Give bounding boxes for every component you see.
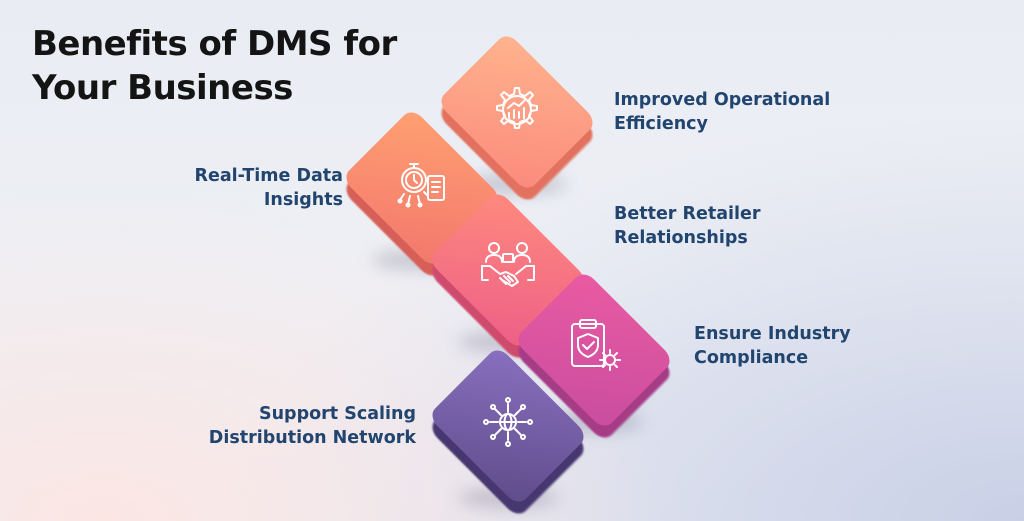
page-title-line-1: Benefits of DMS for [32, 24, 397, 64]
benefit-label-line-1: Real-Time Data [194, 166, 344, 186]
benefit-label-line-1: Better Retailer [614, 204, 761, 224]
benefit-label-real-time-data: Real-Time Data Insights [195, 164, 344, 212]
benefit-label-industry-compliance: Ensure Industry Compliance [694, 322, 851, 370]
benefit-label-scaling-distribution: Support Scaling Distribution Network [209, 402, 416, 450]
benefit-label-line-2: Compliance [694, 348, 809, 368]
page-title: Benefits of DMS for Your Business [32, 22, 397, 110]
page-title-line-2: Your Business [32, 68, 293, 108]
benefit-label-line-1: Improved Operational [614, 90, 831, 110]
globe-network-icon [483, 397, 533, 447]
stopwatch-report-icon [397, 163, 445, 208]
benefit-label-line-1: Ensure Industry [694, 324, 851, 344]
benefit-label-line-2: Insights [263, 190, 343, 210]
benefit-label-line-1: Support Scaling [259, 404, 416, 424]
gear-chart-icon [496, 87, 538, 129]
benefit-label-line-2: Efficiency [614, 114, 708, 134]
benefit-label-operational-efficiency: Improved Operational Efficiency [614, 88, 830, 136]
benefit-tile-scaling-distribution [427, 345, 589, 519]
handshake-icon [481, 242, 535, 287]
benefit-label-line-2: Relationships [614, 228, 748, 248]
benefit-label-retailer-relationships: Better Retailer Relationships [614, 202, 761, 250]
benefit-label-line-2: Distribution Network [208, 428, 416, 448]
clipboard-shield-icon [571, 319, 621, 371]
